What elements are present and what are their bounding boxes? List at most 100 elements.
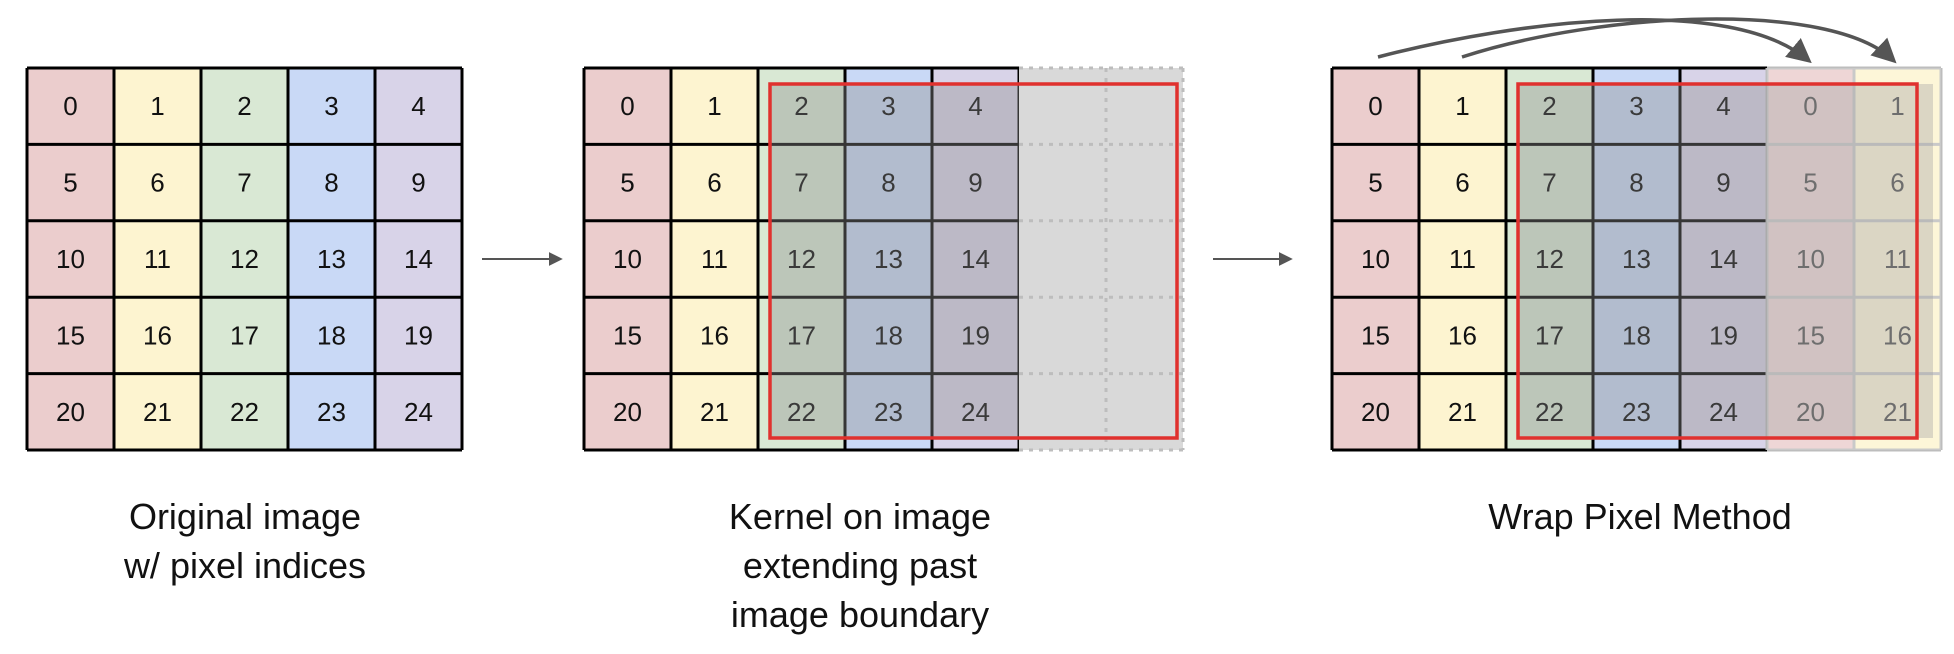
pixel-cell xyxy=(845,220,932,298)
pixel-index-label: 14 xyxy=(404,244,433,274)
pixel-cell xyxy=(1506,68,1593,145)
pixel-cell xyxy=(1419,373,1506,450)
pixel-cell xyxy=(1680,297,1767,374)
pixel-index-label: 7 xyxy=(1542,168,1556,198)
wrapped-index-label: 0 xyxy=(1803,91,1817,121)
pixel-index-label: 5 xyxy=(63,168,77,198)
wrapped-index-label: 6 xyxy=(1890,168,1904,198)
pixel-index-label: 8 xyxy=(881,168,895,198)
pixel-index-label: 10 xyxy=(1361,244,1390,274)
pixel-index-label: 11 xyxy=(144,244,171,274)
pixel-index-label: 11 xyxy=(1449,244,1476,274)
pixel-cell xyxy=(584,297,671,374)
pixel-index-label: 10 xyxy=(613,244,642,274)
wrapped-pixel-cell xyxy=(1767,297,1854,374)
pixel-cell xyxy=(1332,144,1419,221)
pixel-index-label: 23 xyxy=(1622,397,1651,427)
wrapped-pixel-cell xyxy=(1767,144,1854,221)
pixel-cell xyxy=(27,144,114,221)
pixel-index-label: 18 xyxy=(1622,320,1651,350)
caption-original-image: Original image w/ pixel indices xyxy=(60,492,430,590)
pixel-cell xyxy=(845,144,932,221)
wrapped-index-label: 10 xyxy=(1796,244,1825,274)
pixel-index-label: 7 xyxy=(794,168,808,198)
pixel-index-label: 5 xyxy=(620,168,634,198)
pixel-index-label: 15 xyxy=(613,320,642,350)
pixel-index-label: 13 xyxy=(317,244,346,274)
caption-line: w/ pixel indices xyxy=(123,545,367,586)
pixel-index-label: 14 xyxy=(961,244,990,274)
pixel-index-label: 18 xyxy=(317,320,346,350)
pixel-index-label: 19 xyxy=(961,320,990,350)
pixel-cell xyxy=(758,68,845,145)
pixel-cell xyxy=(1593,220,1680,298)
wrapped-index-label: 11 xyxy=(1884,244,1911,274)
pixel-index-label: 17 xyxy=(787,320,816,350)
pixel-index-label: 1 xyxy=(1455,91,1469,121)
pixel-cell xyxy=(1506,220,1593,298)
pixel-cell xyxy=(584,68,671,145)
pixel-cell xyxy=(288,68,375,145)
pixel-index-label: 16 xyxy=(143,320,172,350)
pixel-index-label: 0 xyxy=(63,91,77,121)
wrapped-pixel-cell xyxy=(1854,297,1941,374)
pixel-index-label: 19 xyxy=(404,320,433,350)
pixel-index-label: 14 xyxy=(1709,244,1738,274)
pixel-index-label: 8 xyxy=(324,168,338,198)
pixel-cell xyxy=(27,220,114,298)
pixel-index-label: 17 xyxy=(230,320,259,350)
pixel-cell xyxy=(375,68,462,145)
caption-line: Original image xyxy=(128,496,362,537)
pixel-index-label: 16 xyxy=(700,320,729,350)
pixel-cell xyxy=(27,373,114,450)
pixel-cell xyxy=(114,220,201,298)
pixel-index-label: 21 xyxy=(700,397,729,427)
pixel-index-label: 24 xyxy=(961,397,990,427)
wrapped-pixel-cell xyxy=(1767,68,1854,145)
pixel-cell xyxy=(375,297,462,374)
pixel-index-label: 7 xyxy=(237,168,251,198)
caption-kernel-on-image: Kernel on image extending past image bou… xyxy=(650,492,1070,639)
pixel-index-label: 12 xyxy=(230,244,259,274)
pixel-cell xyxy=(1680,144,1767,221)
kernel-outline xyxy=(768,82,1179,440)
caption-line: image boundary xyxy=(730,594,990,635)
wrapped-pixel-cell xyxy=(1767,220,1854,298)
caption-line: Wrap Pixel Method xyxy=(1488,496,1792,537)
pixel-index-label: 22 xyxy=(1535,397,1564,427)
pixel-index-label: 8 xyxy=(1629,168,1643,198)
wrapped-index-label: 16 xyxy=(1883,320,1912,350)
pixel-index-label: 23 xyxy=(874,397,903,427)
pixel-index-label: 3 xyxy=(881,91,895,121)
pixel-cell xyxy=(27,68,114,145)
wrapped-index-label: 5 xyxy=(1803,168,1817,198)
pixel-cell xyxy=(584,220,671,298)
pixel-index-label: 22 xyxy=(787,397,816,427)
pixel-cell xyxy=(114,297,201,374)
pixel-cell xyxy=(1419,220,1506,298)
wrapped-index-label: 20 xyxy=(1796,397,1825,427)
pixel-index-label: 11 xyxy=(701,244,728,274)
pixel-cell xyxy=(932,297,1019,374)
pixel-cell xyxy=(201,144,288,221)
pixel-cell xyxy=(201,220,288,298)
pixel-cell xyxy=(375,373,462,450)
pixel-index-label: 12 xyxy=(1535,244,1564,274)
pixel-cell xyxy=(288,373,375,450)
pixel-index-label: 24 xyxy=(404,397,433,427)
pixel-index-label: 13 xyxy=(874,244,903,274)
kernel-outline xyxy=(1516,82,1919,440)
pixel-cell xyxy=(1419,297,1506,374)
pixel-cell xyxy=(288,297,375,374)
pixel-index-label: 17 xyxy=(1535,320,1564,350)
pixel-cell xyxy=(1332,297,1419,374)
pixel-index-label: 6 xyxy=(707,168,721,198)
pixel-cell xyxy=(1680,220,1767,298)
pixel-index-label: 20 xyxy=(613,397,642,427)
pixel-cell xyxy=(1593,297,1680,374)
pixel-cell xyxy=(758,297,845,374)
pixel-cell xyxy=(671,373,758,450)
pixel-cell xyxy=(671,144,758,221)
pixel-index-label: 19 xyxy=(1709,320,1738,350)
